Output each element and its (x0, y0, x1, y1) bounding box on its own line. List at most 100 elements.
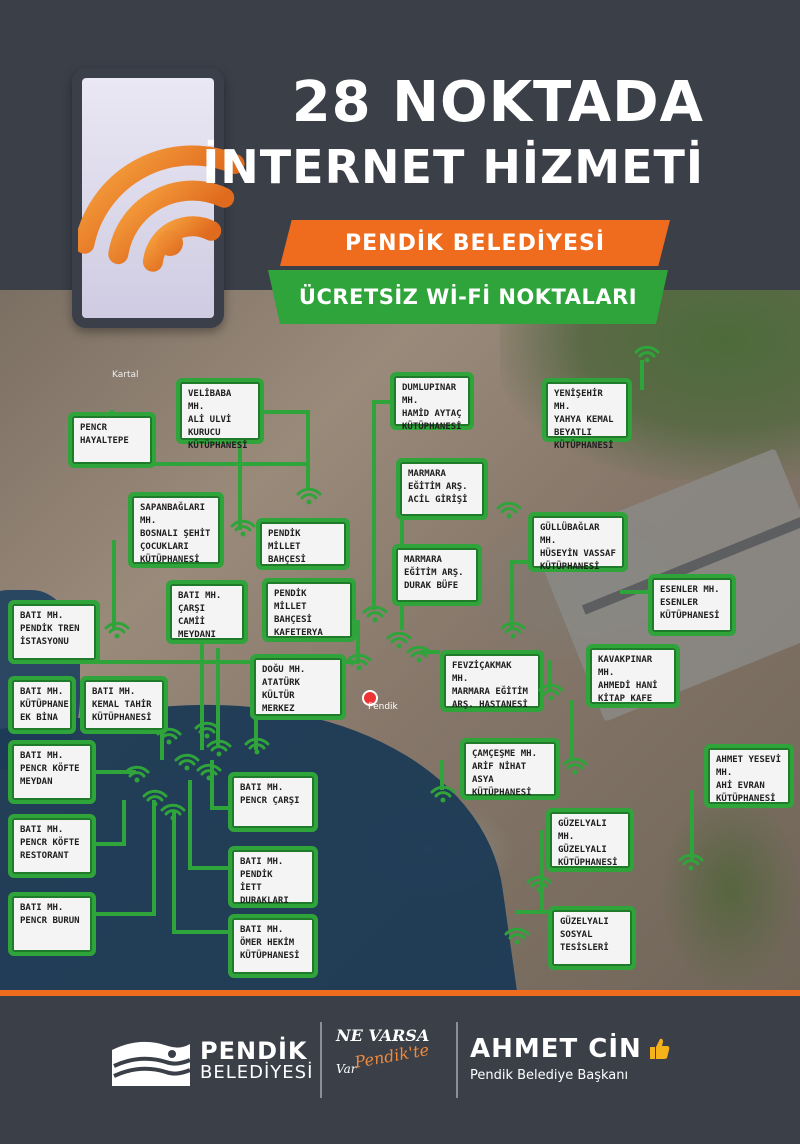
connector-line (96, 770, 136, 774)
wifi-marker-icon (678, 853, 704, 871)
footer-divider (320, 1022, 322, 1098)
location-box: BATI MH. ÇARŞI CAMİİ MEYDANI (166, 580, 248, 644)
wifi-icon (78, 145, 245, 272)
map-green-area-right (660, 790, 800, 990)
connector-line (620, 590, 650, 594)
connector-line (96, 912, 156, 916)
wifi-marker-icon (104, 621, 130, 639)
connector-line (372, 400, 392, 404)
mayor-name: AHMET CİN (470, 1034, 642, 1064)
ribbon-municipality: PENDİK BELEDİYESİ (280, 220, 670, 266)
footer-divider (456, 1022, 458, 1098)
wifi-marker-icon (124, 765, 150, 783)
connector-line (152, 800, 156, 916)
connector-line (216, 648, 220, 748)
wifi-marker-icon (500, 621, 526, 639)
mayor-title: Pendik Belediye Başkanı (470, 1068, 629, 1083)
location-box: YENİŞEHİR MH. YAHYA KEMAL BEYATLI KÜTÜPH… (542, 378, 632, 451)
connector-line (548, 660, 552, 690)
location-box: BATI MH. ÖMER HEKİM KÜTÜPHANESİ (228, 914, 318, 978)
location-box: VELİBABA MH. ALİ ULVİ KURUCU KÜTÜPHANESİ (176, 378, 264, 451)
location-box: ESENLER MH. ESENLER KÜTÜPHANESİ (648, 574, 736, 636)
connector-line (210, 760, 214, 810)
wifi-marker-icon (634, 345, 660, 363)
location-box: BATI MH. PENCR ÇARŞI (228, 772, 318, 832)
location-box: PENCR HAYALTEPE (68, 412, 156, 468)
wifi-marker-icon (142, 789, 168, 807)
connector-line (60, 660, 360, 664)
location-box: MARMARA EĞİTİM ARŞ. ACİL GİRİŞİ (396, 458, 488, 520)
location-box: KAVAKPINAR MH. AHMEDİ HANİ KİTAP KAFE (586, 644, 680, 708)
connector-line (356, 620, 360, 664)
location-box: BATI MH. PENDİK İETT DURAKLARI (228, 846, 318, 908)
wifi-marker-icon (526, 875, 552, 893)
ribbon-free-wifi: ÜCRETSİZ Wİ-Fİ NOKTALARI (268, 270, 668, 324)
connector-line (172, 812, 176, 932)
location-box: PENDİK MİLLET BAHÇESİ (256, 518, 350, 570)
location-box: GÜZELYALI SOSYAL TESİSLERİ (548, 906, 636, 970)
connector-line (150, 462, 310, 466)
connector-line (238, 440, 242, 530)
wifi-marker-icon (406, 645, 432, 663)
location-box: ÇAMÇEŞME MH. ARİF NİHAT ASYA KÜTÜPHANESİ (460, 738, 560, 800)
connector-line (96, 842, 126, 846)
wifi-marker-icon (160, 803, 186, 821)
wifi-marker-icon (194, 721, 220, 739)
location-box: MARMARA EĞİTİM ARŞ. DURAK BÜFE (392, 544, 482, 606)
slogan-var: Var (336, 1062, 357, 1076)
mayor-signature: AHMET CİN Pendik Belediye Başkanı (470, 1034, 670, 1083)
connector-line (306, 410, 310, 490)
wifi-marker-icon (504, 927, 530, 945)
wifi-marker-icon (196, 763, 222, 781)
pendik-label: Pendik (368, 702, 398, 712)
location-box: GÜLLÜBAĞLAR MH. HÜSEYİN VASSAF KÜTÜPHANE… (528, 512, 628, 572)
connector-line (172, 930, 228, 934)
connector-line (160, 720, 164, 760)
pendik-logo-icon (112, 1041, 191, 1086)
connector-line (510, 560, 530, 564)
connector-line (210, 806, 230, 810)
slogan: NE VARSA Pendik'te Var (336, 1026, 446, 1076)
logo-name: PENDİK (200, 1037, 308, 1065)
connector-line (640, 360, 644, 390)
wifi-marker-icon (296, 487, 322, 505)
connector-line (440, 760, 444, 790)
location-box: GÜZELYALI MH. GÜZELYALI KÜTÜPHANESİ (546, 808, 634, 872)
title-line-1: 28 NOKTADA (291, 70, 704, 135)
location-box: BATI MH. PENDİK TREN İSTASYONU (8, 600, 100, 664)
connector-line (112, 540, 116, 630)
connector-line (570, 700, 574, 760)
location-box: BATI MH. PENCR KÖFTE RESTORANT (8, 814, 96, 878)
wifi-marker-icon (538, 683, 564, 701)
footer: PENDİK BELEDİYESİ NE VARSA Pendik'te Var… (0, 990, 800, 1144)
wifi-marker-icon (206, 739, 232, 757)
wifi-marker-icon (244, 737, 270, 755)
pendik-pin-icon (362, 690, 378, 706)
location-box: FEVZİÇAKMAK MH. MARMARA EĞİTİM ARŞ. HAST… (440, 650, 544, 712)
wifi-marker-icon (156, 727, 182, 745)
pendik-logo-text: PENDİK BELEDİYESİ (200, 1037, 313, 1084)
connector-line (122, 800, 126, 846)
wifi-marker-icon (496, 501, 522, 519)
location-box: DUMLUPINAR MH. HAMİD AYTAÇ KÜTÜPHANESİ (390, 372, 474, 432)
connector-line (510, 560, 514, 630)
wifi-marker-icon (346, 653, 372, 671)
wifi-marker-icon (230, 519, 256, 537)
location-box: DOĞU MH. ATATÜRK KÜLTÜR MERKEZ (250, 654, 346, 720)
wifi-marker-icon (562, 757, 588, 775)
location-box: AHMET YESEVİ MH. AHİ EVRAN KÜTÜPHANESİ (704, 744, 794, 808)
kartal-label: Kartal (112, 370, 139, 380)
mayor-name-row: AHMET CİN (470, 1034, 670, 1064)
location-box: BATI MH. PENCR KÖFTE MEYDAN (8, 740, 96, 804)
connector-line (254, 710, 258, 750)
connector-line (188, 780, 192, 870)
connector-line (690, 790, 694, 860)
title-line-2: İNTERNET HİZMETİ (202, 140, 704, 194)
location-box: BATI MH. KEMAL TAHİR KÜTÜPHANESİ (80, 676, 168, 734)
connector-line (515, 910, 555, 914)
location-box: PENDİK MİLLET BAHÇESİ KAFETERYA (262, 578, 356, 642)
wifi-marker-icon (174, 753, 200, 771)
wifi-marker-icon (362, 605, 388, 623)
connector-line (540, 830, 544, 910)
pendik-logo: PENDİK BELEDİYESİ (110, 1036, 313, 1088)
